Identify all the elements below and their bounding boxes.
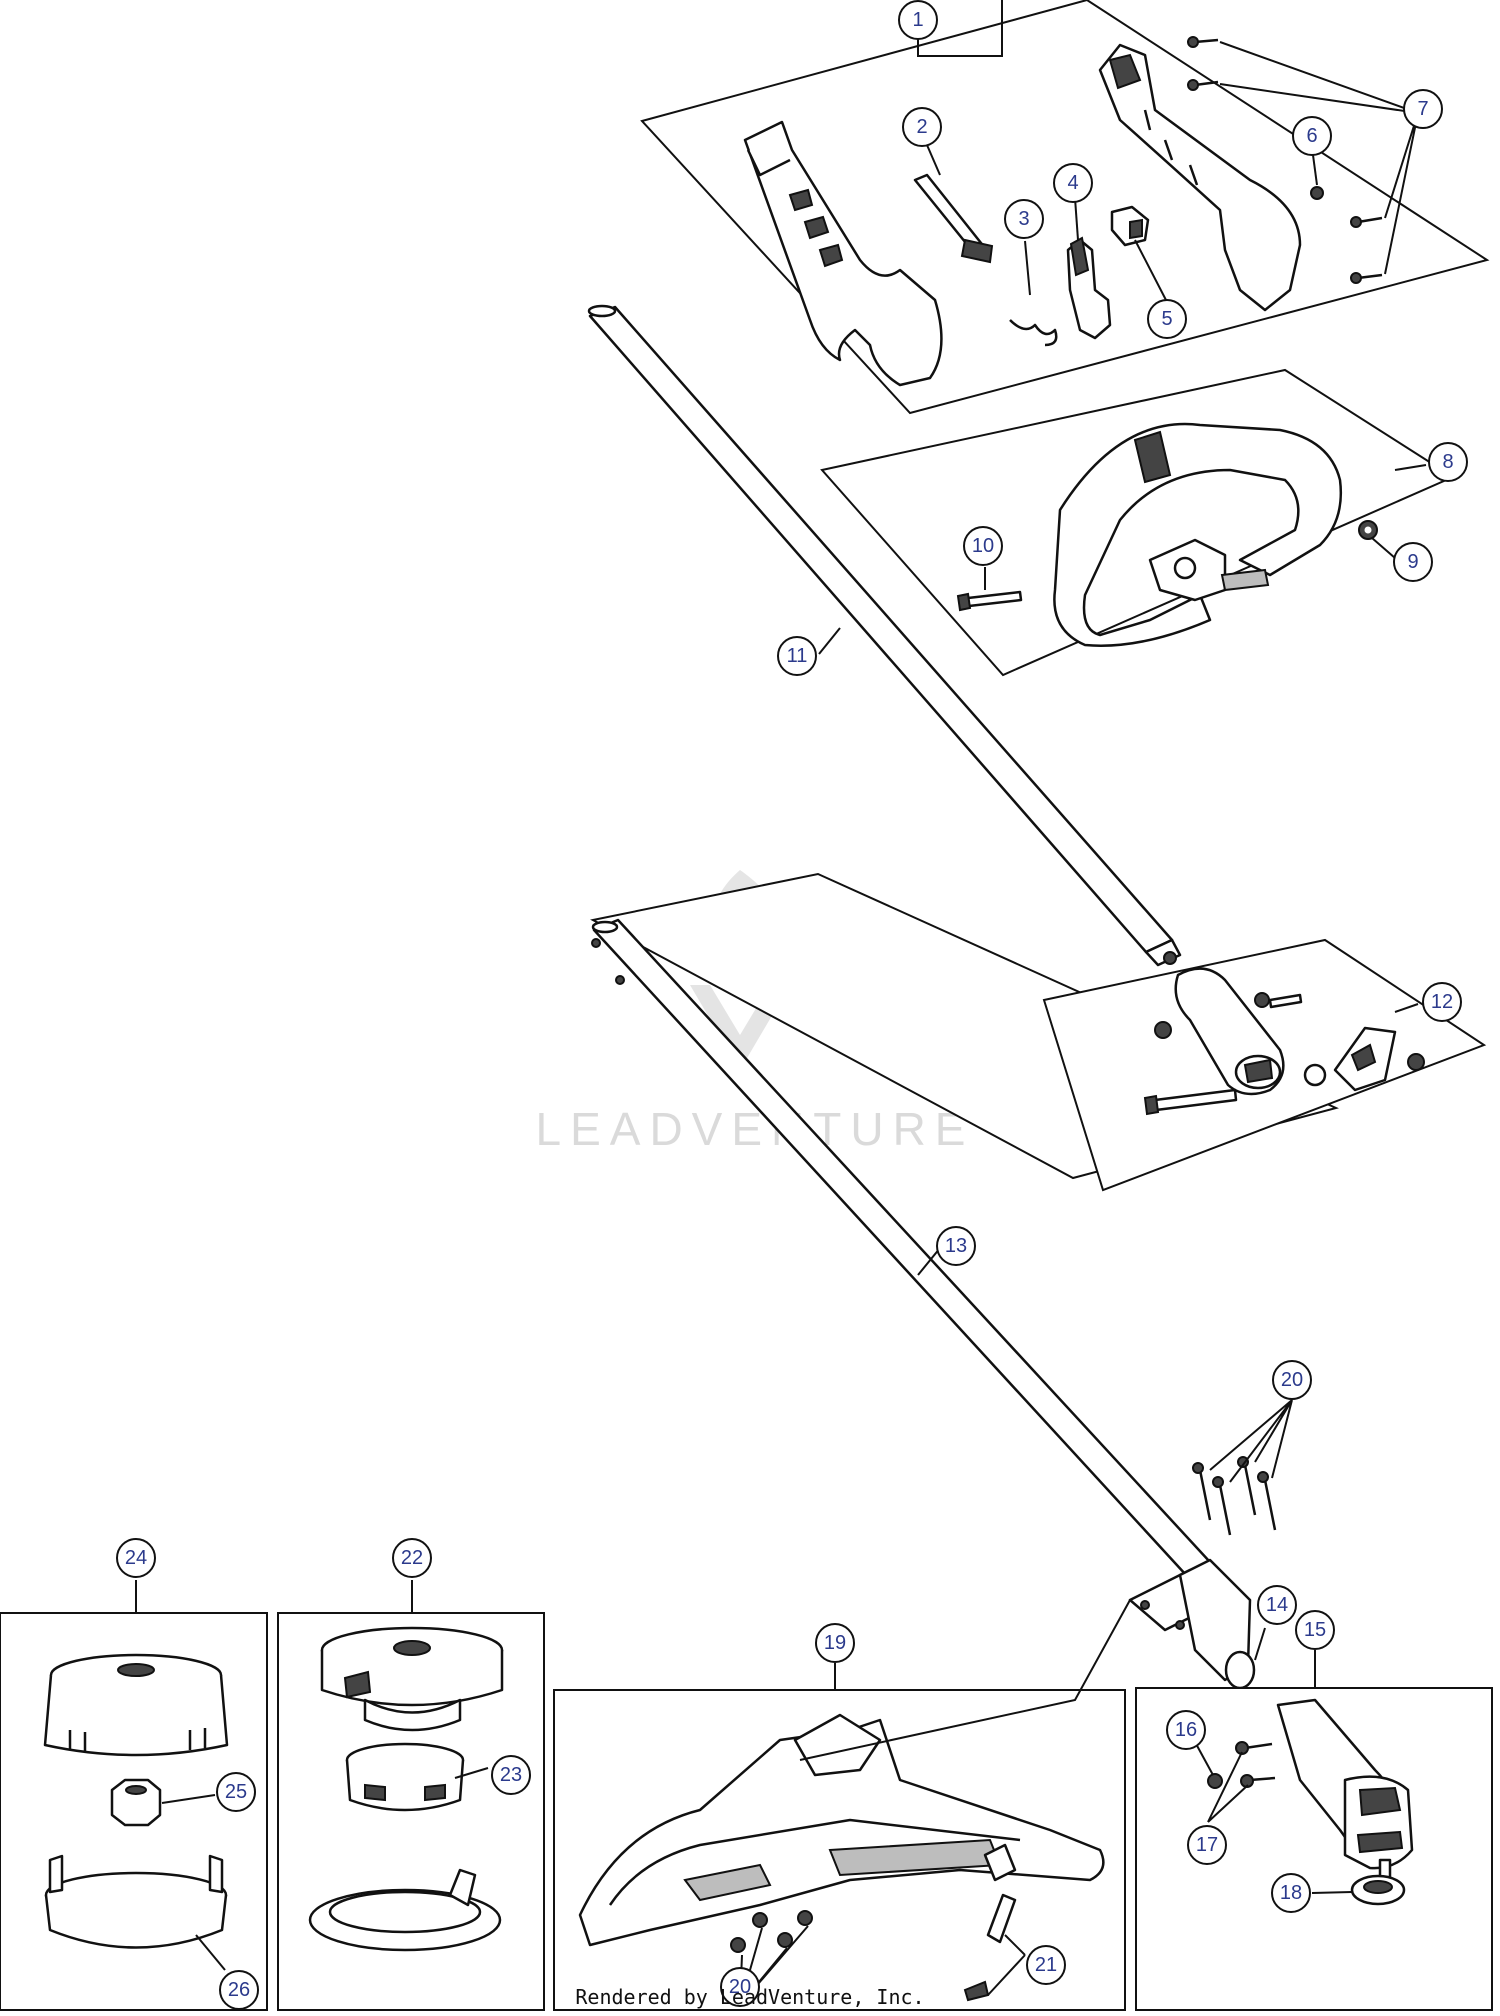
part-guard xyxy=(578,1713,1105,1947)
part-coupler xyxy=(1143,967,1425,1116)
svg-text:26: 26 xyxy=(228,1979,250,2001)
svg-text:13: 13 xyxy=(945,1235,967,1257)
part-screw-16 xyxy=(1207,1773,1223,1789)
callout-20-lower: 20 xyxy=(720,1967,760,2007)
svg-text:20: 20 xyxy=(729,1976,751,1998)
part-base-cover xyxy=(308,1868,502,1952)
svg-text:21: 21 xyxy=(1035,1954,1057,1976)
callout-23: 23 xyxy=(491,1755,531,1795)
watermark-text: LEADVENTURE xyxy=(536,1103,975,1155)
footer-credit: Rendered by LeadVenture, Inc. xyxy=(575,1985,924,2009)
callout-20-upper: 20 xyxy=(1272,1360,1312,1400)
svg-text:10: 10 xyxy=(972,535,994,557)
part-handle-housing-right xyxy=(1098,43,1302,312)
svg-text:24: 24 xyxy=(125,1547,147,1569)
part-upper-shaft xyxy=(587,304,1182,967)
svg-text:12: 12 xyxy=(1431,991,1453,1013)
part-cover-26 xyxy=(44,1854,228,1949)
part-shaft-mount xyxy=(1128,1558,1256,1690)
callout-6: 6 xyxy=(1292,116,1332,156)
svg-text:2: 2 xyxy=(916,116,927,138)
svg-text:17: 17 xyxy=(1196,1834,1218,1856)
part-screws-20-upper xyxy=(1192,1456,1277,1536)
svg-text:18: 18 xyxy=(1280,1882,1302,1904)
callout-17: 17 xyxy=(1187,1825,1227,1865)
callout-7: 7 xyxy=(1403,89,1443,129)
svg-text:7: 7 xyxy=(1417,98,1428,120)
part-trigger-lock xyxy=(913,173,994,264)
svg-text:6: 6 xyxy=(1306,125,1317,147)
part-handle-housing-left xyxy=(743,120,943,387)
svg-text:5: 5 xyxy=(1161,308,1172,330)
part-bolt-10 xyxy=(956,590,1023,612)
callout-3: 3 xyxy=(1004,199,1044,239)
svg-text:1: 1 xyxy=(912,9,923,31)
svg-text:25: 25 xyxy=(225,1781,247,1803)
part-screws-20-lower xyxy=(730,1910,813,1953)
svg-text:3: 3 xyxy=(1018,208,1029,230)
svg-text:9: 9 xyxy=(1407,551,1418,573)
callout-12: 12 xyxy=(1422,982,1462,1022)
leader-lines xyxy=(135,0,1427,2006)
part-nut-25 xyxy=(110,1778,162,1827)
part-blade-21 xyxy=(963,1893,1017,2002)
callout-8: 8 xyxy=(1428,442,1468,482)
part-nut-9 xyxy=(1358,520,1378,540)
callout-13: 13 xyxy=(936,1226,976,1266)
callout-4: 4 xyxy=(1053,163,1093,203)
part-assist-handle xyxy=(1053,422,1342,647)
callout-24: 24 xyxy=(116,1538,156,1578)
callout-15: 15 xyxy=(1295,1610,1335,1650)
svg-text:20: 20 xyxy=(1281,1369,1303,1391)
callout-10: 10 xyxy=(963,526,1003,566)
svg-text:22: 22 xyxy=(401,1547,423,1569)
callout-26: 26 xyxy=(219,1970,259,2010)
svg-text:15: 15 xyxy=(1304,1619,1326,1641)
callout-19: 19 xyxy=(815,1623,855,1663)
callout-18: 18 xyxy=(1271,1873,1311,1913)
callout-9: 9 xyxy=(1393,542,1433,582)
part-switch xyxy=(1110,205,1150,247)
callout-14: 14 xyxy=(1257,1585,1297,1625)
callout-5: 5 xyxy=(1147,299,1187,339)
callout-1: 1 xyxy=(898,0,938,40)
svg-text:11: 11 xyxy=(787,645,808,667)
part-washer-18 xyxy=(1350,1874,1406,1906)
part-nut-6 xyxy=(1310,186,1324,200)
svg-text:23: 23 xyxy=(500,1764,522,1786)
callout-11: 11 xyxy=(777,636,817,676)
part-screws-7 xyxy=(1187,36,1383,284)
svg-text:16: 16 xyxy=(1175,1719,1197,1741)
part-spring xyxy=(1009,319,1058,347)
callout-16: 16 xyxy=(1166,1710,1206,1750)
svg-text:14: 14 xyxy=(1266,1594,1288,1616)
part-fixed-head-24 xyxy=(43,1653,229,1757)
callout-21: 21 xyxy=(1026,1945,1066,1985)
callout-22: 22 xyxy=(392,1538,432,1578)
callout-25: 25 xyxy=(216,1772,256,1812)
part-trigger xyxy=(1066,236,1112,340)
svg-text:4: 4 xyxy=(1067,172,1078,194)
svg-text:8: 8 xyxy=(1442,451,1453,473)
part-spool-23 xyxy=(345,1742,465,1812)
part-gear-head xyxy=(1276,1698,1414,1894)
part-bump-head-22 xyxy=(320,1626,504,1732)
callout-2: 2 xyxy=(902,107,942,147)
svg-text:19: 19 xyxy=(824,1632,846,1654)
